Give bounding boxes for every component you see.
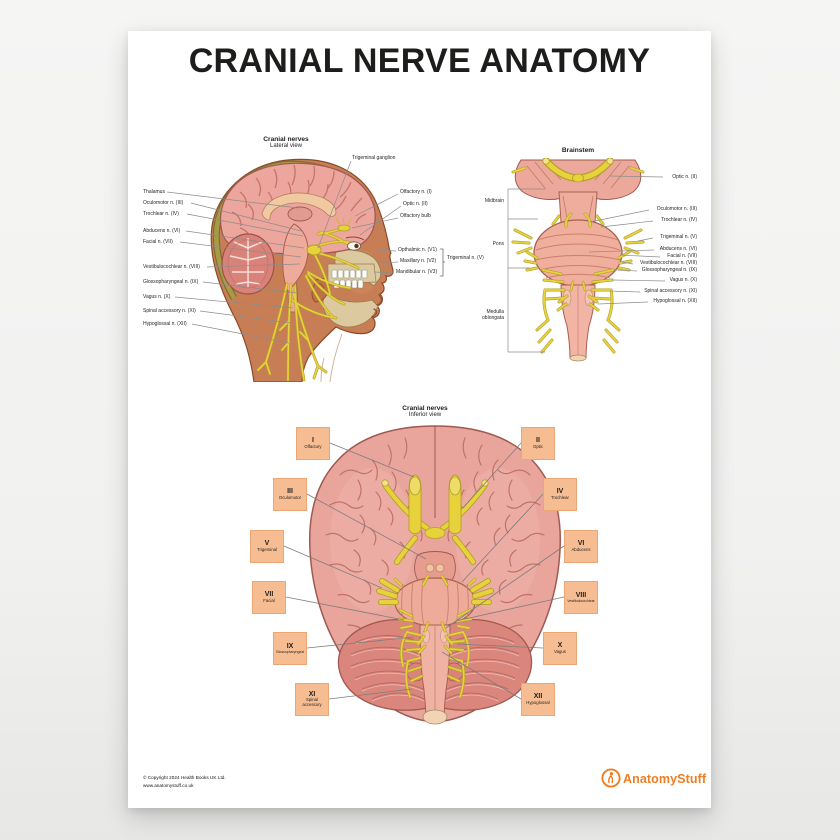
mammillary-body [425,563,435,573]
nerve-box-XI-spinal-accessory: XI Spinal accessory [295,683,329,716]
optic-chiasm-inferior [424,527,446,539]
label-abducens: Abducens n. (VI) [143,228,181,234]
nerve-name: Trigeminal [257,546,277,552]
nerve-name: Oculomotor [278,494,302,500]
nerve-numeral: IX [286,642,294,650]
label-bs-hypoglossal: Hypoglossal n. (XII) [653,298,697,304]
nerve-numeral: XI [308,690,316,698]
label-trigeminal-ganglion: Trigeminal ganglion [352,155,396,161]
copyright-block: © Copyright 2024 Health Books UK Ltd. ww… [143,774,226,790]
mammillary-body [435,563,445,573]
nerve-box-III-oculomotor: III Oculomotor [273,478,307,511]
nerve-name: Abducens [571,546,591,552]
label-trigeminal-n: Trigeminal n. (V) [447,255,484,261]
lateral-view-heading: Cranial nerves Lateral view [246,136,326,149]
nerve-numeral: V [264,540,270,548]
nerve-box-II-optic: II Optic [521,427,555,460]
label-maxillary: Maxillary n. (V2) [400,258,437,264]
nerve-numeral: XII [533,693,543,701]
inferior-view-subtitle: Inferior view [408,412,442,418]
trigeminal-ganglion [306,244,322,256]
thalamus [287,206,313,222]
label-glossopharyngeal: Glossopharyngeal n. (IX) [143,279,199,285]
nerve-numeral: VI [577,540,585,548]
nerve-box-I-olfactory: I Olfactory [296,427,330,460]
label-vestibulocochlear: Vestibulocochlear n. (VIII) [143,264,200,270]
label-mandibular: Mandibular n. (V3) [396,269,438,275]
brainstem-title: Brainstem [561,147,595,154]
label-midbrain: Midbrain [484,198,504,204]
nerve-numeral: X [557,642,563,650]
brainstem-illustration [511,158,645,362]
label-oculomotor: Oculomotor n. (III) [143,200,184,206]
copyright-line: © Copyright 2024 Health Books UK Ltd. [143,775,226,780]
label-bs-vagus: Vagus n. (X) [669,277,697,283]
label-bs-facial: Facial n. (VII) [667,253,697,259]
label-bs-oculomotor: Oculomotor n. (III) [656,206,697,212]
label-medulla-oblongata: Medulla oblongata [482,309,504,321]
nerve-box-IX-glossopharyngeal: IX Glossopharyngeal [273,632,307,665]
nerve-numeral: VIII [575,591,587,599]
label-bs-trigeminal: Trigeminal n. (V) [660,234,697,240]
facial-skeleton [322,249,382,328]
nerve-name: Optic [532,443,544,449]
nerve-numeral: II [536,437,540,445]
label-bs-spinal-accessory: Spinal accessory n. (XI) [644,288,697,294]
label-thalamus: Thalamus [143,189,165,195]
poster-title: CRANIAL NERVE ANATOMY [188,42,651,80]
label-vagus: Vagus n. (X) [143,294,171,300]
label-olfactory-n: Olfactory n. (I) [400,189,432,195]
nerve-name: Trochlear [551,494,569,500]
label-pons: Pons [492,241,504,247]
lateral-head-illustration [210,158,394,382]
nerve-box-VII-facial: VII Facial [252,581,286,614]
anatomystuff-brand-name: AnatomyStuff [623,772,707,786]
label-opthalmic: Opthalmic n. (V1) [398,247,437,253]
lateral-view-title: Cranial nerves [263,136,309,143]
brainstem-nerves-yellow [511,158,645,354]
lateral-view-subtitle: Lateral view [269,143,302,149]
pons [533,219,623,287]
label-bs-abducens: Abducens n. (VI) [659,246,697,252]
label-olfactory-bulb: Olfactory bulb [400,213,431,219]
label-bs-vestibulocochlear: Vestibulocochlear n. (VIII) [640,260,697,266]
lips [371,294,383,318]
website-url: www.anatomystuff.co.uk [143,782,194,788]
anatomystuff-logo-icon [601,768,621,788]
nerve-numeral: VII [264,591,274,599]
nerve-box-X-vagus: X Vagus [543,632,577,665]
nerve-name: Facial [263,597,275,603]
nerve-box-V-trigeminal: V Trigeminal [250,530,284,563]
cerebellum [221,233,275,295]
nerve-name: Spinal accessory [302,697,322,708]
nerve-box-VIII-vestibulocochlear: VIII Vestibulocochlear [564,581,598,614]
label-spinal-accessory: Spinal accessory n. (XI) [143,308,196,314]
teeth [331,269,368,289]
label-hypoglossal: Hypoglossal n. (XII) [143,321,187,327]
nerve-name: Hypoglossal [526,699,550,705]
inferior-view-heading: Cranial nerves Inferior view [385,405,465,418]
label-bs-glossopharyngeal: Glossopharyngeal n. (IX) [641,267,697,273]
inferior-view-title: Cranial nerves [402,405,448,412]
nerve-name: Vestibulocochlear [567,599,595,604]
nerve-name: Vagus [554,648,566,654]
label-bs-trochlear: Trochlear n. (IV) [661,217,697,223]
nerve-box-VI-abducens: VI Abducens [564,530,598,563]
label-bs-optic: Optic n. (II) [672,174,697,180]
nerve-name: Glossopharyngeal [275,650,305,655]
label-trochlear: Trochlear n. (IV) [143,211,179,217]
nerve-numeral: I [312,437,314,445]
inferior-nerves-yellow [379,474,491,699]
nerve-numeral: III [287,488,293,496]
label-optic-n: Optic n. (II) [403,201,428,207]
nerve-box-IV-trochlear: IV Trochlear [543,478,577,511]
nerve-name: Olfactory [304,443,322,449]
label-facial: Facial n. (VII) [143,239,173,245]
nerve-box-XII-hypoglossal: XII Hypoglossal [521,683,555,716]
nerve-numeral: IV [556,488,564,496]
brainstem-heading: Brainstem [538,147,618,154]
olfactory-bulb [337,224,351,232]
